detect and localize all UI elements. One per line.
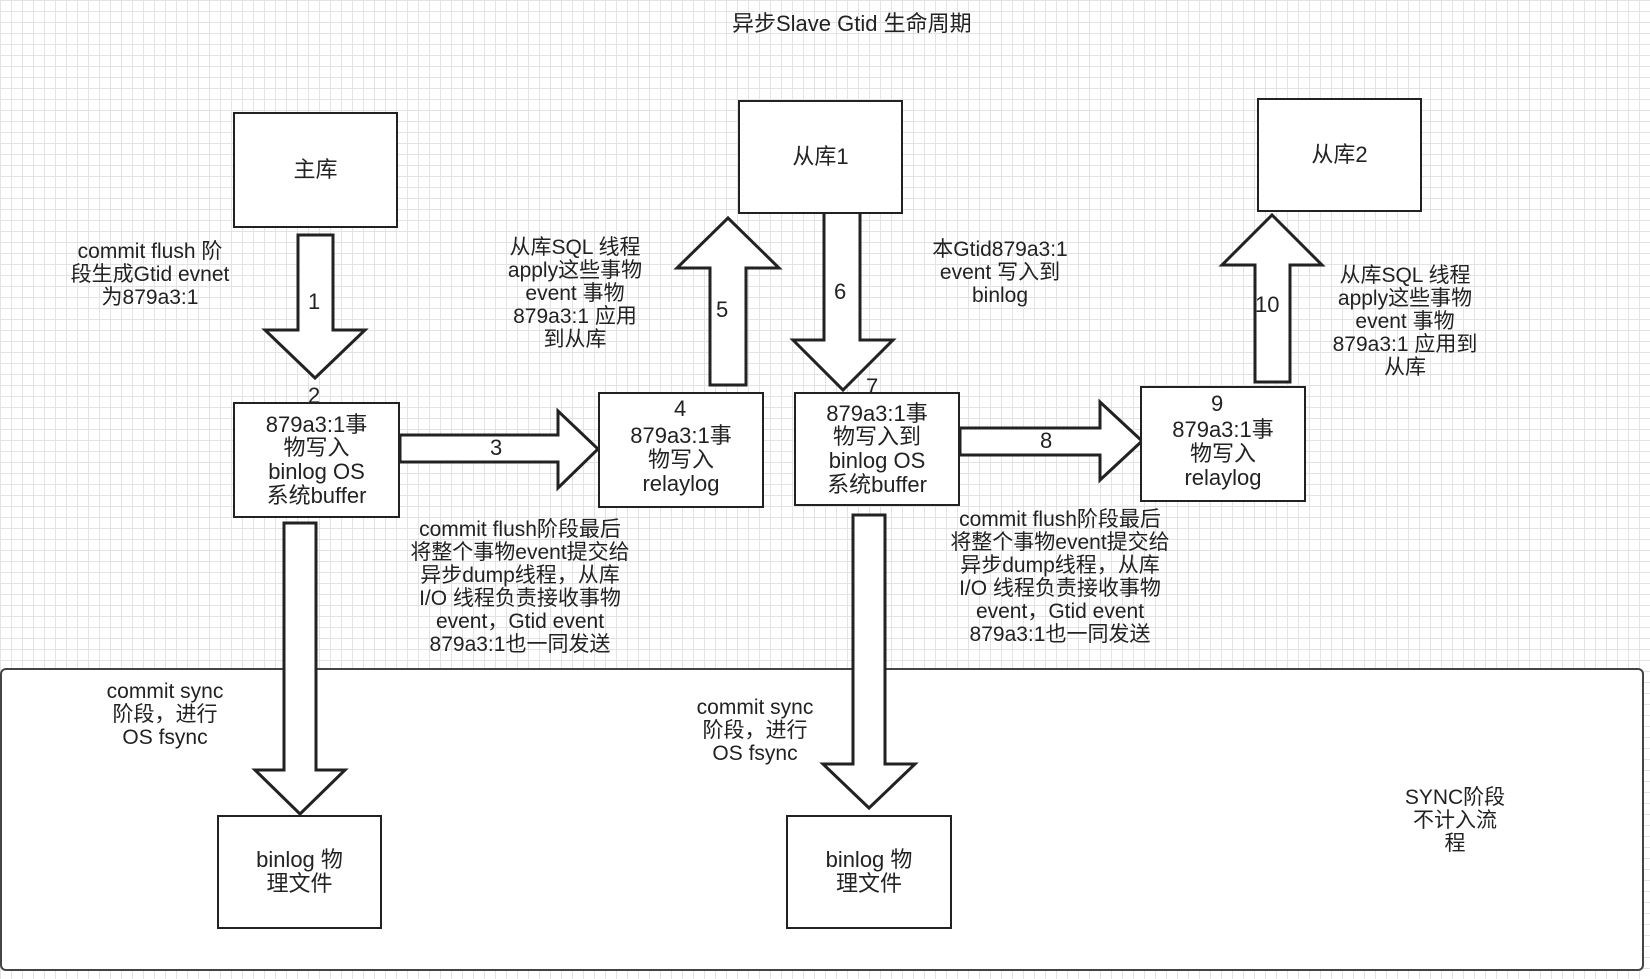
arrow-3-right: [398, 407, 601, 492]
step-10: 10: [1255, 292, 1280, 317]
step-7: 7: [866, 374, 879, 399]
slave2-relaylog-label: 879a3:1事 物写入 relaylog: [1172, 417, 1274, 490]
step-8: 8: [1040, 428, 1053, 453]
note-sql-thread-slave2: 从库SQL 线程 apply这些事物 event 事物 879a3:1 应用到 …: [1332, 264, 1478, 380]
arrow-sync-master-down: [251, 521, 349, 817]
note-sync-slave1: commit sync 阶段，进行 OS fsync: [696, 696, 814, 766]
step-9: 9: [1211, 391, 1224, 416]
arrow-6-down: [789, 208, 897, 393]
step-4: 4: [674, 396, 687, 421]
note-commit-flush-master: commit flush 阶 段生成Gtid evnet 为879a3:1: [70, 240, 230, 310]
slave1-box: 从库1: [738, 100, 903, 214]
step-2: 2: [308, 383, 321, 408]
step-3: 3: [490, 435, 503, 460]
slave1-relaylog-box: 879a3:1事 物写入 relaylog: [598, 392, 764, 508]
note-dump-slave1: commit flush阶段最后 将整个事物event提交给 异步dump线程，…: [950, 508, 1170, 647]
slave1-label: 从库1: [792, 144, 849, 170]
slave1-binlog-buffer-label: 879a3:1事 物写入到 binlog OS 系统buffer: [826, 400, 928, 497]
step-5: 5: [716, 297, 729, 322]
master-box: 主库: [233, 112, 398, 228]
note-gtid-binlog-slave1: 本Gtid879a3:1 event 写入到 binlog: [932, 238, 1068, 308]
note-sync-region: SYNC阶段 不计入流 程: [1404, 786, 1506, 856]
note-dump-master: commit flush阶段最后 将整个事物event提交给 异步dump线程，…: [410, 518, 630, 657]
arrow-1-down: [261, 233, 369, 381]
master-binlog-file-label: binlog 物 理文件: [256, 847, 343, 896]
slave1-binlog-buffer-box: 879a3:1事 物写入到 binlog OS 系统buffer: [794, 392, 960, 506]
step-6: 6: [834, 279, 847, 304]
arrow-sync-slave1-down: [819, 513, 919, 811]
slave2-relaylog-box: 879a3:1事 物写入 relaylog: [1140, 386, 1306, 502]
master-binlog-buffer-label: 879a3:1事 物写入 binlog OS 系统buffer: [265, 411, 368, 508]
arrow-8-right: [958, 398, 1145, 484]
arrow-5-up: [673, 215, 783, 387]
master-label: 主库: [293, 157, 338, 183]
slave2-box: 从库2: [1257, 98, 1422, 212]
slave1-binlog-file-box: binlog 物 理文件: [786, 815, 952, 929]
slave1-relaylog-label: 879a3:1事 物写入 relaylog: [630, 423, 732, 496]
diagram-title: 异步Slave Gtid 生命周期: [732, 11, 972, 36]
master-binlog-buffer-box: 879a3:1事 物写入 binlog OS 系统buffer: [233, 402, 400, 518]
step-1: 1: [308, 289, 321, 314]
arrow-10-up: [1218, 212, 1326, 384]
slave1-binlog-file-label: binlog 物 理文件: [825, 847, 913, 896]
master-binlog-file-box: binlog 物 理文件: [217, 815, 382, 929]
note-sync-master: commit sync 阶段，进行 OS fsync: [106, 680, 224, 750]
note-sql-thread-slave1: 从库SQL 线程 apply这些事物 event 事物 879a3:1 应用 到…: [507, 236, 643, 352]
slave2-label: 从库2: [1311, 142, 1368, 168]
